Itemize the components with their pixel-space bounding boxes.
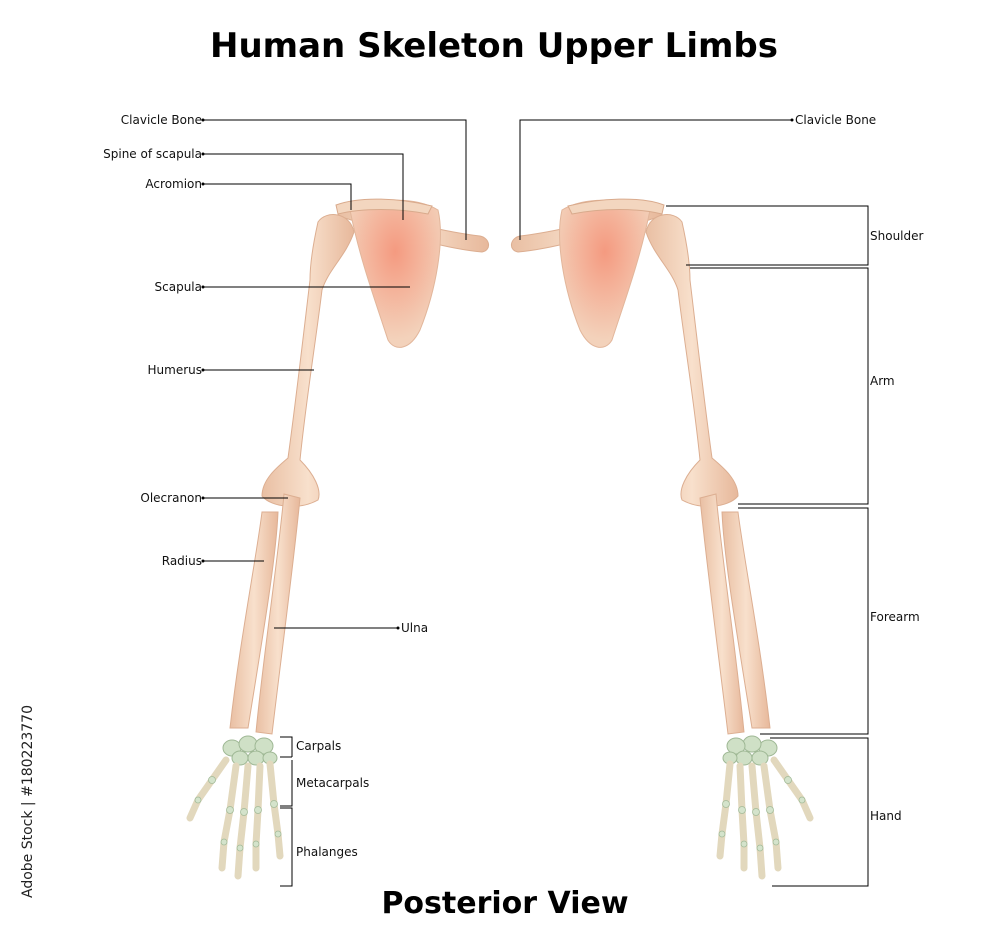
label-arm: Arm [870,374,895,388]
right-limb [511,198,814,880]
right-leader-lines [519,119,869,887]
label-spine-of-scapula: Spine of scapula [103,147,202,161]
left-carpal-bones [222,735,278,766]
label-carpals: Carpals [296,739,342,753]
right-finger-bones [716,756,814,880]
right-radius-bone [721,511,771,729]
left-humerus-bone [261,214,355,507]
right-acromion [567,198,665,215]
left-radius-bone [229,511,279,729]
right-scapula-bone [559,199,651,348]
stock-credit: Adobe Stock | #180223770 [20,705,36,898]
diagram-title: Human Skeleton Upper Limbs [210,26,778,66]
left-ulna-bone [255,493,301,735]
right-ulna-bone [699,493,745,735]
label-forearm: Forearm [870,610,920,624]
label-clavicle-bone-left: Clavicle Bone [120,113,202,127]
label-phalanges: Phalanges [296,845,358,859]
label-radius: Radius [161,554,202,568]
left-acromion [335,198,433,215]
label-acromion: Acromion [145,177,202,191]
label-humerus: Humerus [147,363,203,377]
label-scapula: Scapula [154,280,202,294]
label-metacarpals: Metacarpals [296,776,370,790]
view-subtitle: Posterior View [381,886,629,921]
left-scapula-bone [349,199,441,348]
left-limb [186,198,489,880]
left-leader-lines [203,119,467,887]
label-hand: Hand [870,809,902,823]
right-humerus-bone [645,214,739,507]
left-finger-bones [186,756,284,880]
label-ulna: Ulna [401,621,429,635]
label-olecranon: Olecranon [140,491,202,505]
label-clavicle-bone-right: Clavicle Bone [795,113,877,127]
right-carpal-bones [722,735,778,766]
label-shoulder: Shoulder [870,229,924,243]
